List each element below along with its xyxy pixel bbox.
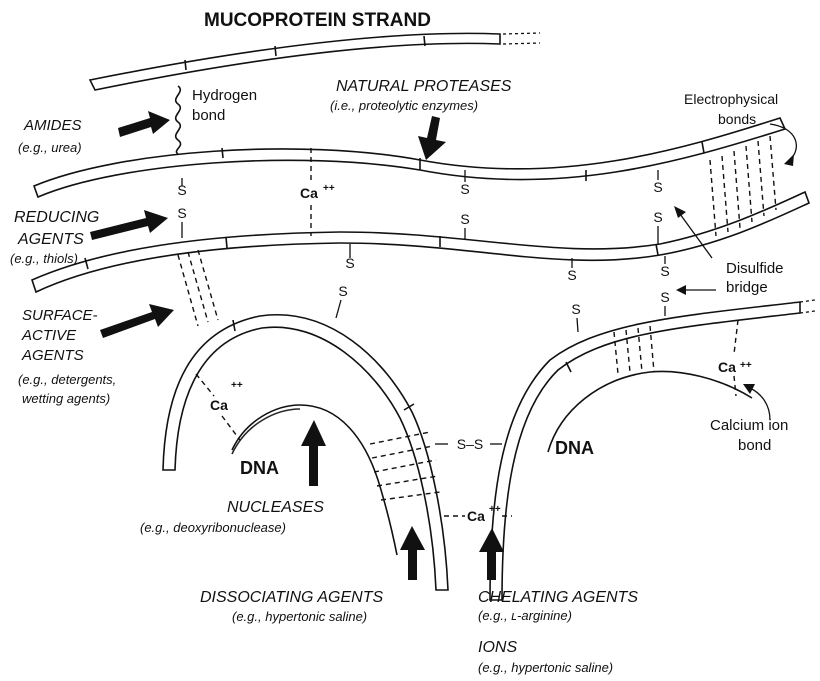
disulfide-bond-1: S S [177,178,186,238]
svg-text:++: ++ [489,504,501,515]
dna-label-left: DNA [240,458,279,478]
svg-text:S: S [177,205,186,221]
svg-text:S: S [567,267,576,283]
svg-text:Ca: Ca [210,397,228,413]
svg-text:S: S [460,181,469,197]
disulfide-label-2: bridge [726,279,768,296]
svg-text:S: S [338,283,347,299]
svg-text:S–S: S–S [457,436,483,452]
diagram-title: MUCOPROTEIN STRAND [204,10,431,31]
svg-text:Ca: Ca [467,508,485,524]
amides-label: AMIDES [23,117,82,134]
svg-text:++: ++ [740,360,752,371]
disulfide-bond-4: S S [336,244,355,318]
nucleases-arrow-icon [301,420,326,486]
calcium-bond-left: Ca ++ [196,374,243,440]
calcium-pointer-icon [750,388,770,420]
surface-active-label-1: SURFACE- [22,307,98,324]
natural-proteases-example: (i.e., proteolytic enzymes) [330,98,478,113]
chelating-agents-label: CHELATING AGENTS [478,589,638,606]
dna-label-right: DNA [555,438,594,458]
svg-text:S: S [660,263,669,279]
svg-text:S: S [460,211,469,227]
svg-text:S: S [177,182,186,198]
ions-label: IONS [478,639,517,656]
hydrogen-bond-label-2: bond [192,107,225,124]
svg-text:S: S [571,301,580,317]
svg-text:Ca: Ca [300,185,318,201]
svg-text:Ca: Ca [718,359,736,375]
dissociating-arrow-icon [400,526,425,580]
surface-active-example-1: (e.g., detergents, [18,372,116,387]
svg-text:S: S [653,209,662,225]
natural-proteases-label: NATURAL PROTEASES [336,78,512,95]
surface-active-label-3: AGENTS [21,347,84,364]
disulfide-bond-2: S S [460,170,469,240]
reducing-agents-label-1: REDUCING [14,209,99,226]
chelating-agents-example: (e.g., ʟ-arginine) [478,608,572,623]
electrophysical-bonds-left [178,250,218,326]
surface-active-arrow-icon [100,304,174,338]
dissociating-agents-example: (e.g., hypertonic saline) [232,609,367,624]
disulfide-bond-3: S S [653,170,662,244]
disulfide-bond-center: S–S [435,436,502,452]
electrophysical-label-2: bonds [718,111,756,127]
surface-active-label-2: ACTIVE [21,327,77,344]
electrophysical-label-1: Electrophysical [684,91,778,107]
disulfide-bond-6: S S [660,256,669,316]
amides-example: (e.g., urea) [18,140,82,155]
surface-active-example-2: wetting agents) [22,391,110,406]
reducing-agents-label-2: AGENTS [17,231,84,248]
proteases-arrow-icon [418,116,446,160]
disulfide-bond-5: S S [567,258,580,332]
ions-example: (e.g., hypertonic saline) [478,660,613,675]
svg-text:S: S [660,289,669,305]
svg-text:++: ++ [323,183,335,194]
mucoprotein-strand-2 [34,118,785,197]
reducing-agents-example: (e.g., thiols) [10,251,78,266]
svg-text:S: S [345,255,354,271]
nucleases-label: NUCLEASES [227,499,324,516]
nucleases-example: (e.g., deoxyribonuclease) [140,520,286,535]
mucoprotein-strand-3 [32,192,809,292]
calcium-ion-bond-label-2: bond [738,437,771,454]
reducing-agents-arrow-icon [90,210,168,240]
disulfide-label-1: Disulfide [726,260,784,277]
amides-arrow-icon [118,111,170,137]
hydrogen-bond-label-1: Hydrogen [192,87,257,104]
svg-text:++: ++ [231,380,243,391]
dissociating-agents-label: DISSOCIATING AGENTS [200,589,383,606]
hydrogen-bond [176,86,181,154]
svg-text:S: S [653,179,662,195]
calcium-ion-bond-label-1: Calcium ion [710,417,788,434]
